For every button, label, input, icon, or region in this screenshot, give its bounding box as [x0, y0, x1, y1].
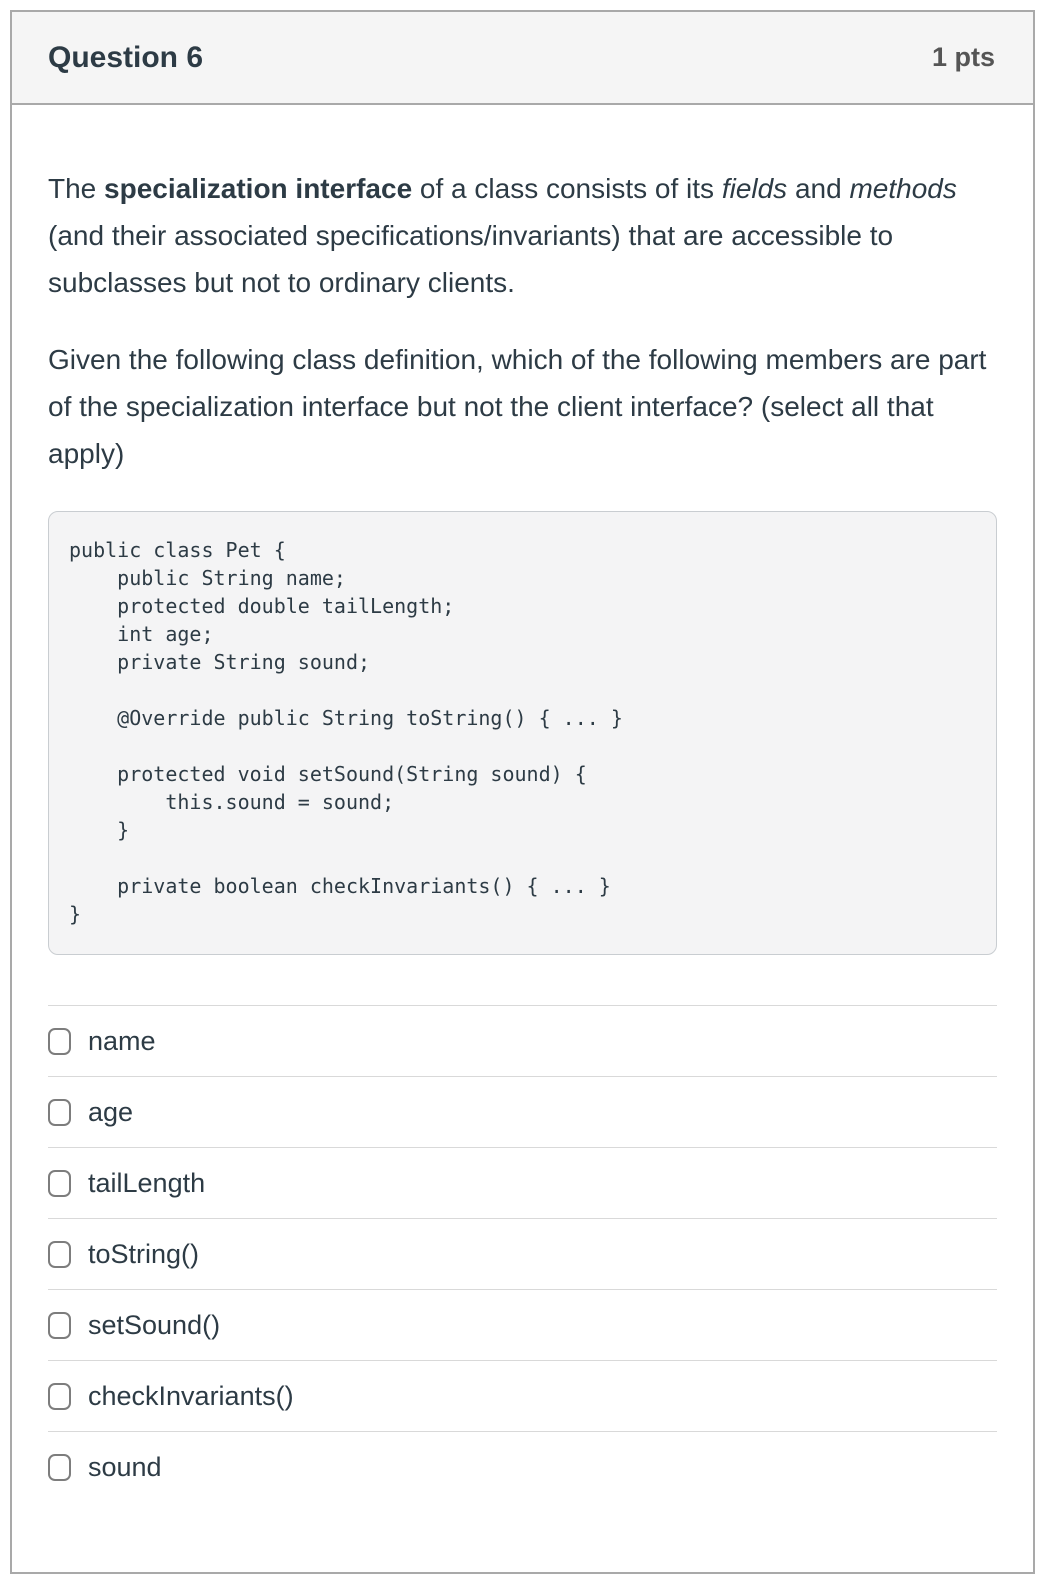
- text-run: The: [48, 173, 105, 204]
- answer-option-label[interactable]: sound: [88, 1451, 162, 1482]
- text-run: and: [787, 173, 850, 204]
- checkbox[interactable]: [48, 1240, 71, 1268]
- answer-option-label[interactable]: age: [88, 1096, 134, 1127]
- text-run-italic: fields: [721, 173, 788, 204]
- answer-option-row[interactable]: name: [48, 1005, 997, 1076]
- question-header: Question 6 1 pts: [12, 12, 1033, 105]
- question-body: The specialization interface of a class …: [12, 105, 1033, 1572]
- question-paragraph-2: Given the following class definition, wh…: [48, 344, 987, 469]
- text-run-bold: specialization interface: [104, 173, 413, 204]
- answer-option-row[interactable]: checkInvariants(): [48, 1360, 997, 1431]
- answer-options: name age tailLength toString() setSound(: [48, 1005, 997, 1538]
- answer-option-label[interactable]: toString(): [88, 1238, 200, 1269]
- text-run-italic: methods: [849, 173, 957, 204]
- question-card: Question 6 1 pts The specialization inte…: [10, 10, 1035, 1574]
- answer-option-row[interactable]: setSound(): [48, 1289, 997, 1360]
- checkbox[interactable]: [48, 1098, 71, 1126]
- text-run: of a class consists of its: [412, 173, 722, 204]
- code-block: public class Pet { public String name; p…: [48, 511, 997, 955]
- checkbox[interactable]: [48, 1311, 71, 1339]
- answer-option-label[interactable]: setSound(): [88, 1309, 221, 1340]
- checkbox[interactable]: [48, 1453, 71, 1481]
- question-title: Question 6: [48, 40, 204, 74]
- options-bottom-spacer: [48, 1502, 997, 1538]
- checkbox[interactable]: [48, 1027, 71, 1055]
- answer-option-label[interactable]: checkInvariants(): [88, 1380, 294, 1411]
- answer-option-row[interactable]: toString(): [48, 1218, 997, 1289]
- question-points: 1 pts: [931, 42, 995, 72]
- checkbox[interactable]: [48, 1382, 71, 1410]
- answer-option-row[interactable]: age: [48, 1076, 997, 1147]
- answer-option-row[interactable]: tailLength: [48, 1147, 997, 1218]
- text-run: (and their associated specifications/inv…: [48, 220, 894, 298]
- answer-option-label[interactable]: tailLength: [88, 1167, 206, 1198]
- answer-option-row[interactable]: sound: [48, 1431, 997, 1502]
- answer-option-label[interactable]: name: [88, 1025, 156, 1056]
- question-paragraph-1: The specialization interface of a class …: [48, 165, 997, 306]
- checkbox[interactable]: [48, 1169, 71, 1197]
